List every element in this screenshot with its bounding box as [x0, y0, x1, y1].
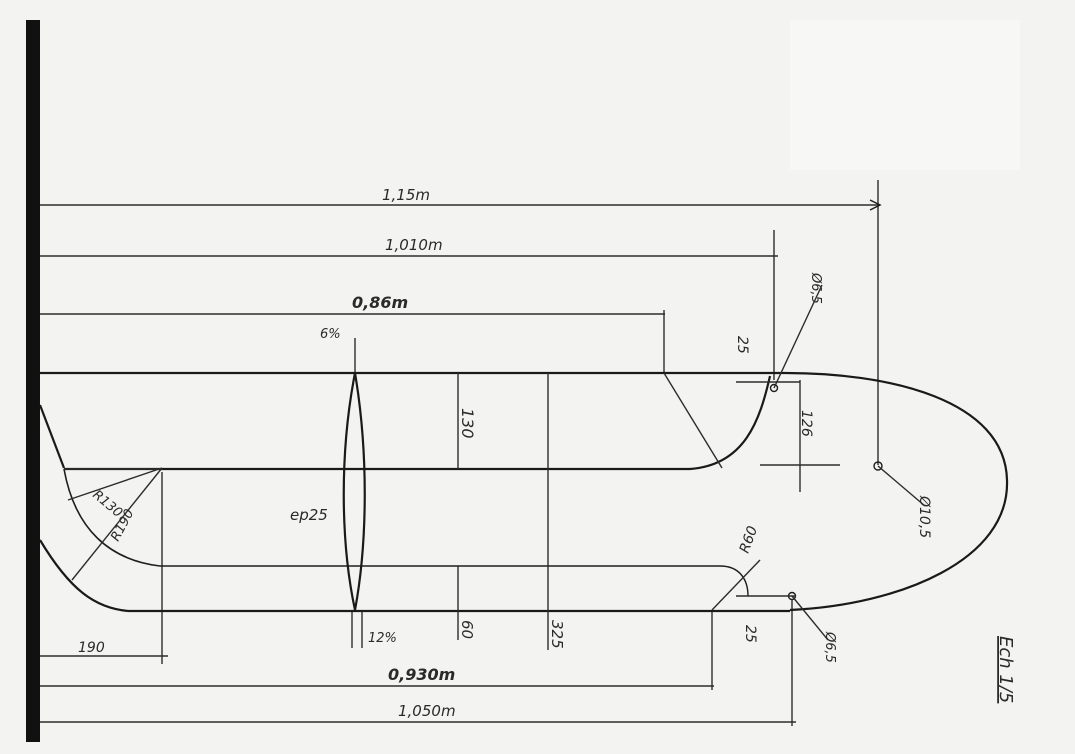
leader-r60 — [711, 559, 761, 611]
label-0-86: 0,86m — [352, 293, 408, 312]
label-0-930: 0,930m — [388, 665, 455, 684]
label-130: 130 — [458, 408, 477, 439]
outline-left-entry — [38, 404, 66, 469]
label-1-050: 1,050m — [398, 702, 456, 720]
outline-nose — [779, 371, 1009, 612]
label-thickness-top: 6% — [320, 327, 341, 342]
reference-wall — [26, 20, 40, 742]
label-1-15: 1,15m — [382, 186, 430, 204]
dimension-lines — [40, 180, 882, 726]
hole-top-marker — [769, 383, 779, 393]
hole-center-marker — [873, 461, 883, 471]
slot-top-fillet — [689, 375, 772, 471]
label-dia-center: Ø10,5 — [916, 495, 932, 538]
label-ep25: ep25 — [290, 506, 328, 524]
label-1-010: 1,010m — [385, 236, 443, 254]
label-190: 190 — [78, 640, 105, 656]
label-126: 126 — [798, 410, 814, 437]
leader-dia-center — [877, 465, 926, 507]
radius-leaders — [64, 372, 761, 611]
leader-top-fillet — [663, 372, 723, 469]
label-60: 60 — [458, 620, 476, 639]
leader-r190 — [71, 467, 163, 581]
label-25-top: 25 — [734, 336, 750, 354]
paper-blank-area — [790, 20, 1020, 170]
leader-r130 — [67, 467, 163, 501]
slot-bottom-fillet — [719, 565, 749, 597]
label-25-bottom: 25 — [742, 625, 758, 643]
outline-r190 — [39, 539, 129, 613]
label-dia-top: Ø6,5 — [808, 272, 823, 304]
leader-dia-top — [773, 284, 823, 389]
slot-r130 — [63, 468, 161, 567]
height-dimensions — [457, 373, 549, 650]
leader-dia-bottom — [791, 595, 829, 641]
blade-section — [342, 372, 366, 611]
label-scale: Ech 1/5 — [995, 636, 1016, 703]
label-thickness-bottom: 12% — [368, 631, 397, 646]
label-r60: R60 — [737, 524, 761, 555]
part-outline — [38, 371, 1009, 613]
label-325: 325 — [548, 620, 566, 649]
hole-details — [736, 284, 926, 641]
label-dia-bottom: Ø6,5 — [822, 631, 837, 663]
arrow-1-15 — [869, 199, 882, 211]
